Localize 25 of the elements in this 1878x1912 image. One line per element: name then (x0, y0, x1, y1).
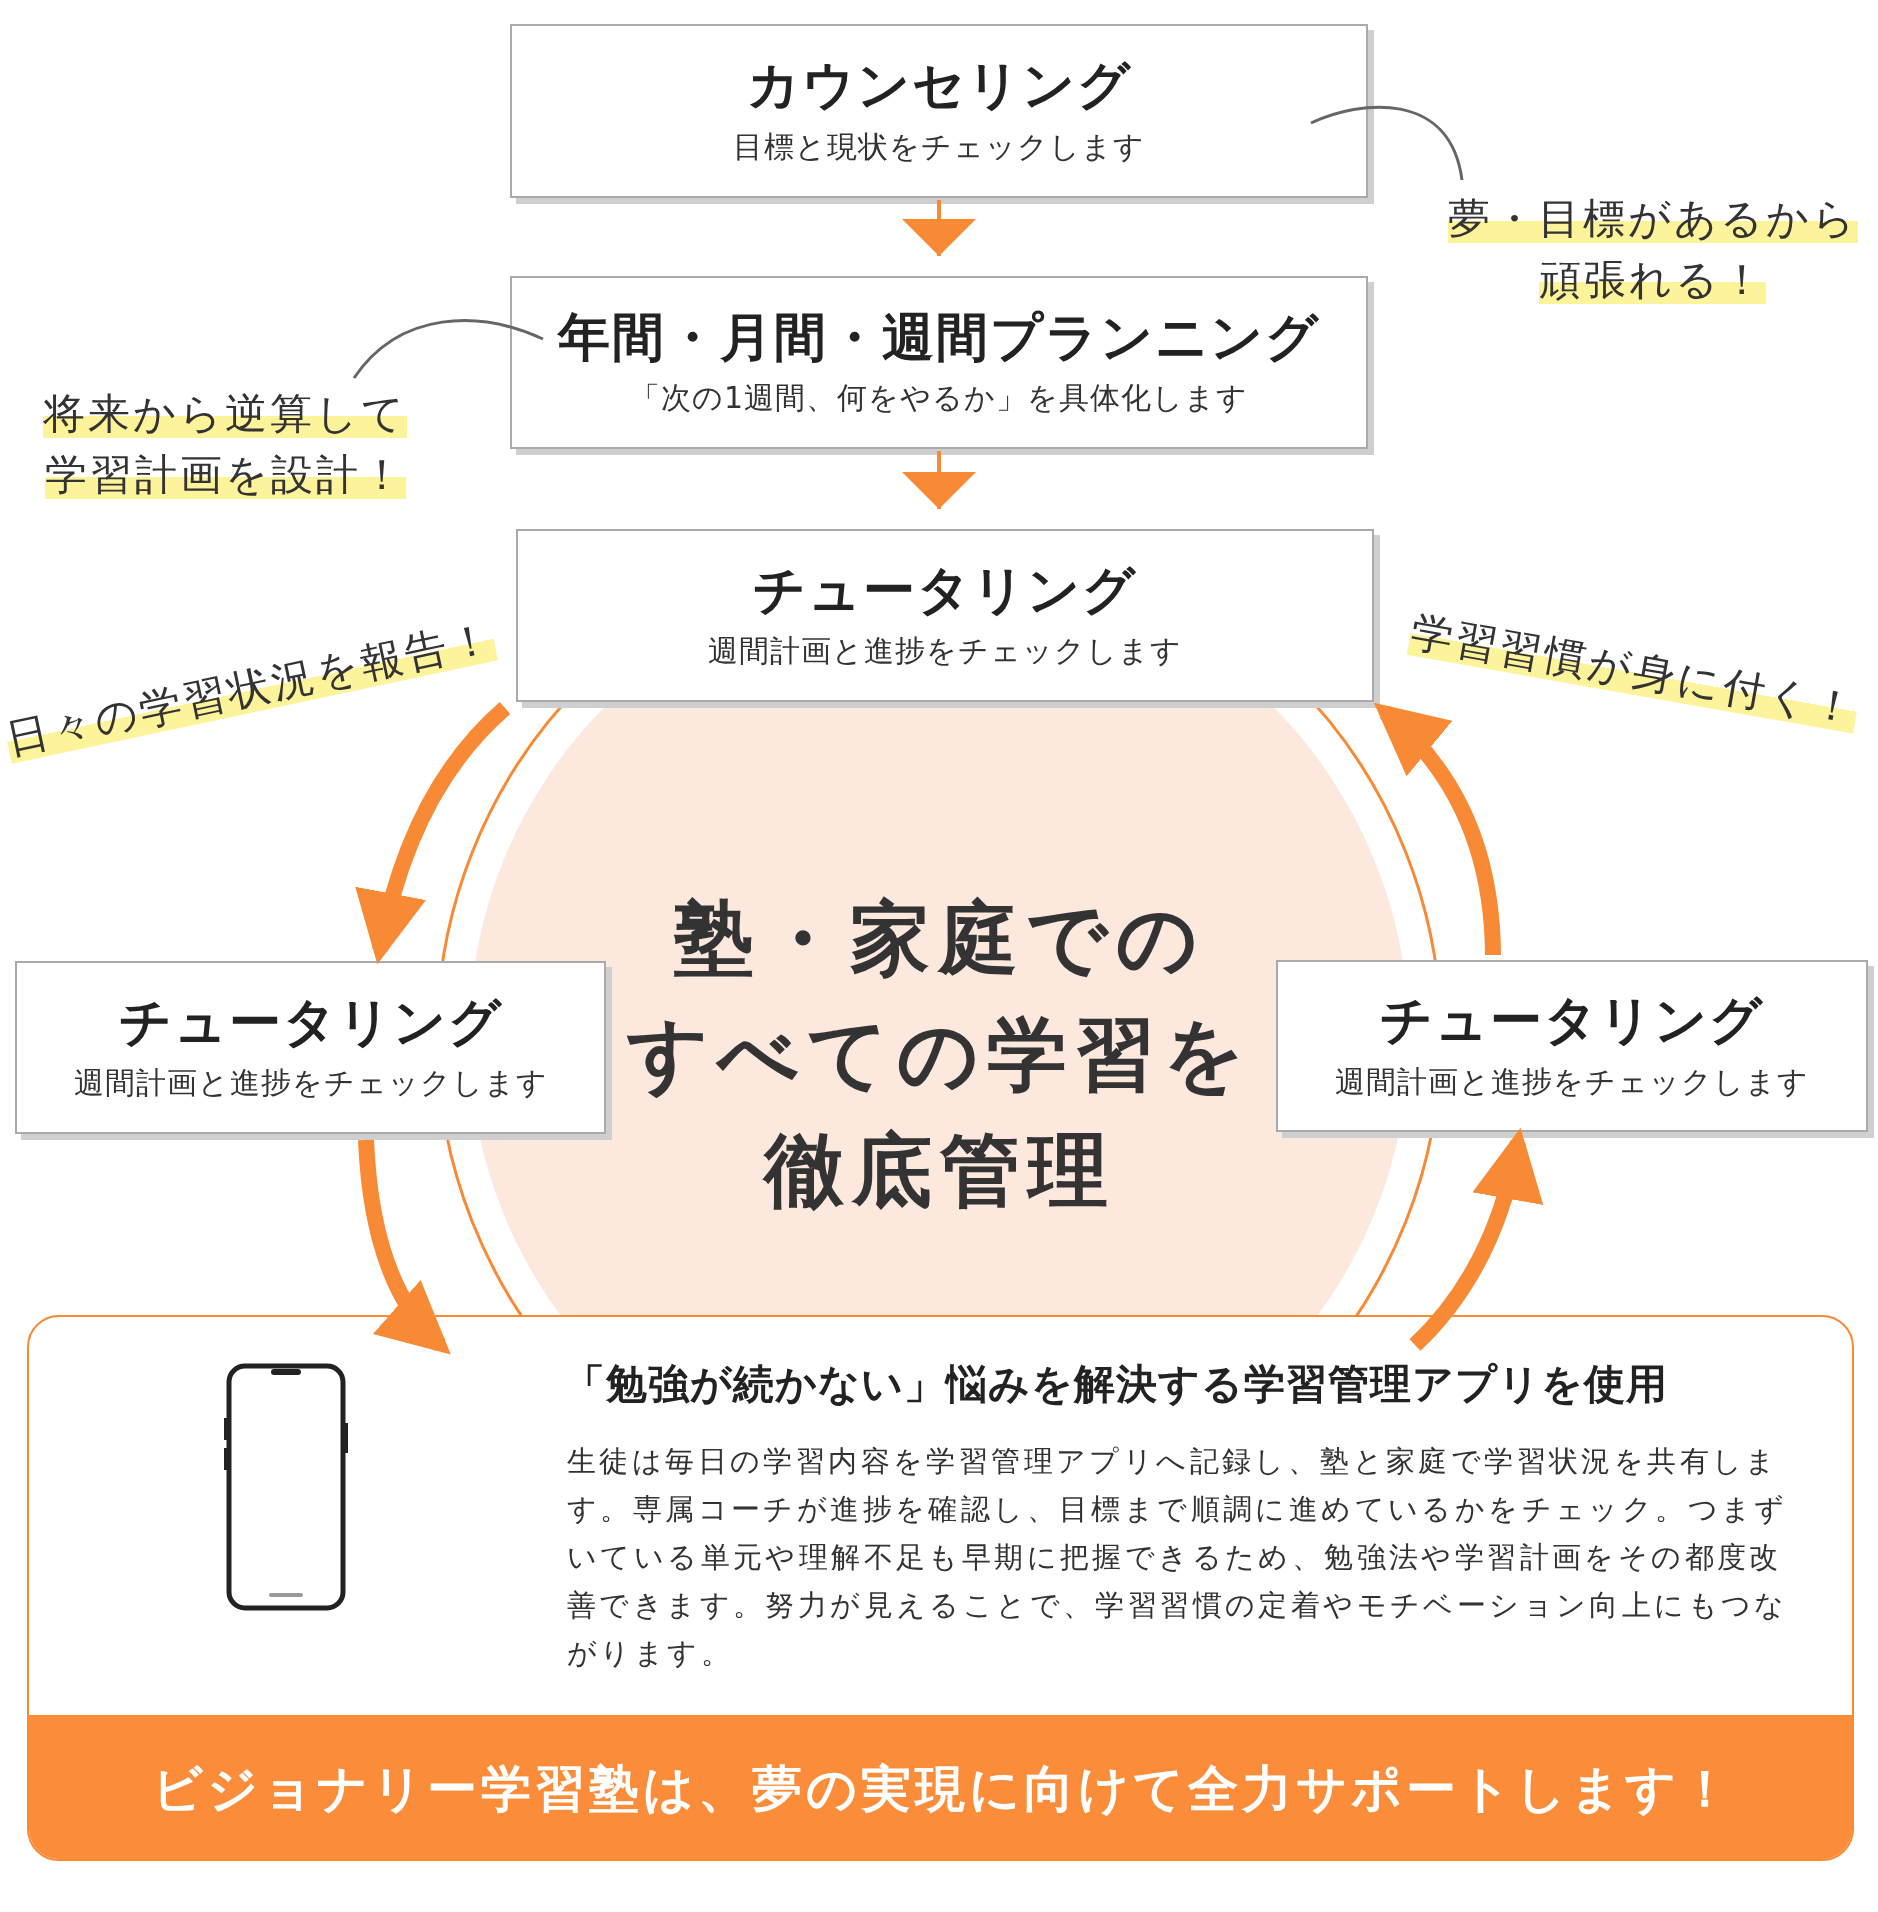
step-description: 週間計画と進捗をチェックします (1335, 1062, 1809, 1101)
leader-line (352, 319, 544, 379)
step-title: チュータリング (1380, 989, 1764, 1052)
arrow (358, 1139, 451, 1356)
callout-text: 夢・目標があるから頑張れる！ (1447, 193, 1858, 306)
leader-line (1310, 105, 1464, 181)
card-heading: 「勉強が続かない」悩みを解決する学習管理アプリを使用 (564, 1359, 1668, 1410)
arrow (1374, 702, 1501, 956)
step-description: 週間計画と進捗をチェックします (708, 632, 1182, 671)
step-description: 目標と現状をチェックします (733, 127, 1145, 166)
step-title: カウンセリング (746, 54, 1132, 117)
message-band (29, 1715, 1852, 1859)
step-description: 週間計画と進捗をチェックします (73, 1064, 548, 1103)
step-description: 「次の1週間、何をやるか」を具体化します (629, 379, 1249, 418)
step-title: 年間・月間・週間プランニング (558, 305, 1320, 369)
info-card (27, 1315, 1854, 1861)
arrow (902, 200, 976, 256)
callout-text: 将来から逆算して学習計画を設計！ (43, 388, 407, 501)
band-text: ビジョナリー学習塾は、夢の実現に向けて全力サポートします！ (151, 1758, 1734, 1820)
step-title: チュータリング (753, 558, 1137, 622)
card-body: 生徒は毎日の学習内容を学習管理アプリへ記録し、塾と家庭で学習状況を共有します。専属コーチが進捗を確認し、目標まで順調に進めているかをチェック。つまずいている単元や理解不足も早期に把握できるため、勉強法や学習計画をその都度改善できます。努力が見えることで、学習習慣の定着やモチベーション向上にもつながります。 (567, 1443, 1789, 1672)
center-text: 塾・家庭でのすべての学習を徹底管理 (627, 891, 1253, 1219)
arrow (1409, 1127, 1542, 1351)
arrow (902, 451, 976, 509)
step-title: チュータリング (118, 990, 503, 1054)
